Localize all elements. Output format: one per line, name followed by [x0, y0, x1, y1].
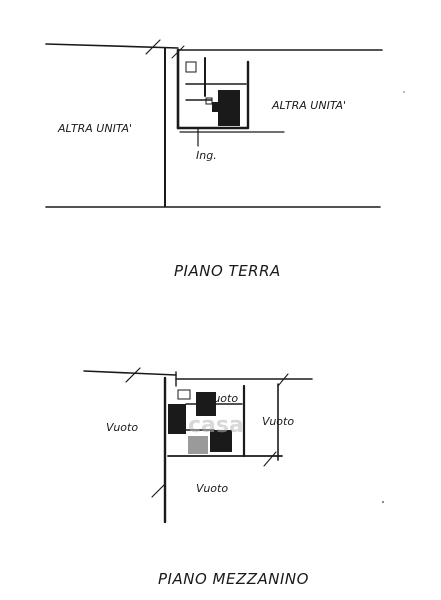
mezzanine-break-mark-left	[125, 367, 141, 383]
scan-speck-top	[403, 91, 405, 93]
void-label-bottom: Vuoto	[196, 482, 228, 495]
left-unit-label: ALTRA UNITA'	[57, 122, 132, 135]
ground-floor-title: PIANO TERRA	[174, 262, 281, 280]
mezzanine-break-mark-right	[277, 373, 289, 387]
fixture-square	[185, 61, 197, 73]
mezzanine-dark-block-stair	[210, 430, 232, 452]
fixture-small-square	[205, 97, 213, 105]
dark-room-block	[218, 90, 240, 126]
mezzanine-break-mark-bottom	[151, 484, 165, 498]
entrance-label: Ing.	[196, 149, 217, 162]
void-label-top: Vuoto	[206, 392, 238, 405]
mezzanine-break-mark-lowright	[263, 451, 277, 467]
wall-break-mark-top	[145, 39, 161, 55]
watermark-logo: casa	[188, 413, 244, 438]
void-label-left: Vuoto	[106, 421, 138, 434]
mezzanine-fixture	[177, 389, 191, 400]
mezzanine-dark-block-top	[196, 392, 216, 416]
ground-floor-top-wall-left	[45, 43, 179, 49]
right-unit-label: ALTRA UNITA'	[271, 99, 346, 112]
mezzanine-labels: Vuoto Vuoto Vuoto Vuoto PIANO MEZZANINO	[106, 392, 309, 588]
ground-floor-labels: ALTRA UNITA' ALTRA UNITA' Ing. PIANO TER…	[57, 99, 346, 280]
stair-block	[212, 102, 222, 112]
mezzanine-title: PIANO MEZZANINO	[158, 570, 309, 588]
mezzanine-top-wall-left	[83, 370, 177, 376]
mezzanine-plan	[83, 367, 313, 524]
mezzanine-void-grey	[188, 436, 208, 454]
void-label-right: Vuoto	[262, 415, 294, 428]
mezzanine-dark-block-left	[168, 404, 186, 434]
ground-floor-plan	[45, 39, 383, 208]
scan-speck-bottom	[382, 501, 384, 503]
wall-break-mark-corner	[171, 45, 185, 59]
